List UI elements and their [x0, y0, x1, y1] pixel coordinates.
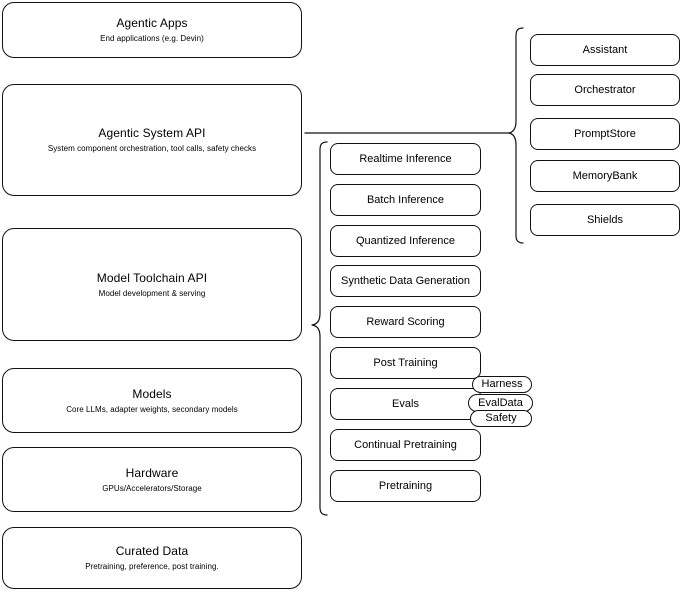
capability-box-batch-inference[interactable]: Batch Inference	[330, 184, 481, 216]
capability-label: Reward Scoring	[366, 316, 445, 328]
capability-label: Evals	[392, 398, 419, 410]
layer-title: Curated Data	[115, 544, 189, 558]
eval-badge-safety[interactable]: Safety	[470, 410, 532, 427]
layer-title: Agentic System API	[98, 126, 206, 140]
capability-box-continual-pretraining[interactable]: Continual Pretraining	[330, 429, 481, 461]
capability-label: Post Training	[373, 357, 438, 369]
brace-toolchain-capabilities	[311, 141, 328, 516]
layer-title: Models	[132, 386, 172, 401]
capability-box-reward-scoring[interactable]: Reward Scoring	[330, 306, 481, 338]
layer-card-curated-data[interactable]: Curated Data Pretraining, preference, po…	[2, 527, 302, 589]
layer-card-hardware[interactable]: Hardware GPUs/Accelerators/Storage	[2, 447, 302, 512]
capability-box-synthetic-data-generation[interactable]: Synthetic Data Generation	[330, 265, 481, 297]
layer-title: Model Toolchain API	[96, 270, 208, 285]
component-box-shields[interactable]: Shields	[530, 204, 680, 236]
layer-card-agentic-apps[interactable]: Agentic Apps End applications (e.g. Devi…	[2, 2, 302, 58]
component-box-assistant[interactable]: Assistant	[530, 34, 680, 66]
eval-badge-harness[interactable]: Harness	[472, 376, 532, 393]
capability-label: Realtime Inference	[359, 153, 452, 165]
layer-subtitle: Model development & serving	[98, 288, 206, 298]
layer-card-agentic-system-api[interactable]: Agentic System API System component orch…	[2, 84, 302, 196]
component-box-orchestrator[interactable]: Orchestrator	[530, 74, 680, 106]
component-label: MemoryBank	[572, 170, 638, 182]
component-box-memorybank[interactable]: MemoryBank	[530, 160, 680, 192]
capability-box-pretraining[interactable]: Pretraining	[330, 470, 481, 502]
capability-label: Pretraining	[378, 480, 433, 492]
eval-badge-label: Safety	[485, 412, 517, 424]
capability-box-quantized-inference[interactable]: Quantized Inference	[330, 225, 481, 257]
layer-card-models[interactable]: Models Core LLMs, adapter weights, secon…	[2, 368, 302, 433]
eval-badge-label: Harness	[481, 378, 523, 390]
capability-box-realtime-inference[interactable]: Realtime Inference	[330, 143, 481, 175]
layer-title: Hardware	[125, 465, 179, 480]
layer-subtitle: GPUs/Accelerators/Storage	[102, 483, 202, 493]
component-label: PromptStore	[574, 128, 636, 140]
capability-label: Batch Inference	[366, 194, 445, 206]
layer-subtitle: End applications (e.g. Devin)	[100, 34, 204, 43]
capability-label: Quantized Inference	[355, 235, 456, 247]
component-label: Assistant	[582, 44, 628, 56]
layer-title: Agentic Apps	[116, 16, 188, 30]
capability-box-evals[interactable]: Evals	[330, 388, 481, 420]
brace-system-components	[508, 27, 524, 244]
layer-card-model-toolchain-api[interactable]: Model Toolchain API Model development & …	[2, 228, 302, 341]
component-label: Orchestrator	[574, 84, 636, 96]
layer-subtitle: Pretraining, preference, post training.	[85, 562, 219, 571]
capability-label: Continual Pretraining	[354, 439, 457, 451]
layer-subtitle: Core LLMs, adapter weights, secondary mo…	[66, 404, 238, 414]
eval-badge-label: EvalData	[478, 396, 523, 409]
capability-label: Synthetic Data Generation	[340, 275, 471, 287]
layer-subtitle: System component orchestration, tool cal…	[47, 144, 257, 153]
component-label: Shields	[586, 214, 624, 226]
component-box-promptstore[interactable]: PromptStore	[530, 118, 680, 150]
capability-box-post-training[interactable]: Post Training	[330, 347, 481, 379]
